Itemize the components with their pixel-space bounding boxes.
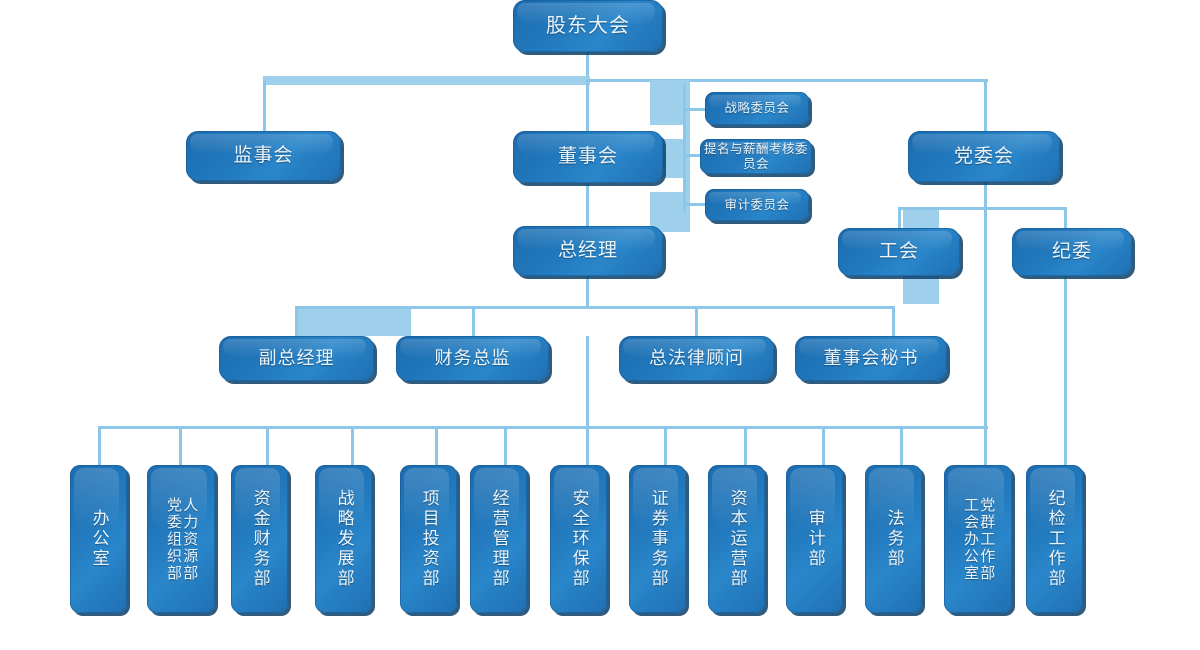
node-general-manager[interactable]: 总经理	[513, 226, 663, 276]
connector-to-board-secretary	[892, 306, 895, 336]
department-capital-ops[interactable]: 资本运营部	[708, 465, 765, 613]
department-label-line: 项目投资部	[419, 489, 439, 589]
department-label-line: 纪检工作部	[1045, 489, 1065, 589]
node-cfo[interactable]: 财务总监	[396, 336, 549, 381]
connector-party-to-union-office	[984, 310, 987, 465]
committee-band-gap-2	[650, 178, 683, 192]
department-label-line: 人力资源部	[181, 496, 199, 582]
connector-to-vice-gm	[295, 306, 298, 336]
node-shareholders-meeting[interactable]: 股东大会	[513, 0, 663, 52]
department-label-wrap: 审计部	[805, 509, 825, 569]
connector-to-supervisory-board	[263, 79, 266, 131]
department-label-line: 审计部	[805, 509, 825, 569]
connector-to-legal-counsel	[695, 306, 698, 336]
connector-to-discipline	[1064, 207, 1067, 229]
connector-party-sub-bus	[898, 207, 1066, 210]
node-supervisory-board[interactable]: 监事会	[186, 131, 341, 181]
connector-committee-1	[683, 108, 705, 111]
connector-committee-2	[683, 154, 705, 157]
connector-dept-drop-9	[744, 426, 747, 465]
connector-dept-drop-8	[664, 426, 667, 465]
connector-bus-level2-right	[588, 79, 988, 82]
department-label-line: 法务部	[884, 509, 904, 569]
department-union-office[interactable]: 工会办公室党群工作部	[944, 465, 1012, 613]
connector-bus-level2	[263, 76, 590, 85]
department-securities-affair[interactable]: 证券事务部	[629, 465, 686, 613]
department-label-wrap: 安全环保部	[569, 489, 589, 589]
department-label-wrap: 纪检工作部	[1045, 489, 1065, 589]
department-label-line: 资金财务部	[250, 489, 270, 589]
department-label-wrap: 经营管理部	[489, 489, 509, 589]
department-safety-env[interactable]: 安全环保部	[550, 465, 607, 613]
connector-dept-drop-6	[504, 426, 507, 465]
department-label-line: 资本运营部	[727, 489, 747, 589]
connector-dept-drop-2	[179, 426, 182, 465]
connector-gm-down	[586, 276, 589, 308]
department-strategy-dev[interactable]: 战略发展部	[315, 465, 372, 613]
department-label-line: 证券事务部	[648, 489, 668, 589]
node-committee-nomination-remuneration[interactable]: 提名与薪酬考核委员会	[700, 139, 812, 174]
connector-to-union	[898, 207, 901, 229]
department-label-line: 办公室	[89, 509, 109, 569]
department-project-invest[interactable]: 项目投资部	[400, 465, 457, 613]
connector-to-party-committee	[984, 79, 987, 131]
department-fund-finance[interactable]: 资金财务部	[231, 465, 288, 613]
node-committee-audit[interactable]: 审计委员会	[705, 189, 809, 221]
node-general-legal-counsel[interactable]: 总法律顾问	[619, 336, 774, 381]
department-label-line: 安全环保部	[569, 489, 589, 589]
department-label-wrap: 资金财务部	[250, 489, 270, 589]
committee-spine	[683, 84, 686, 212]
department-legal[interactable]: 法务部	[865, 465, 922, 613]
department-label-line: 战略发展部	[334, 489, 354, 589]
connector-gm-to-dept-bus	[586, 336, 589, 428]
connector-dept-drop-7	[586, 426, 589, 465]
connector-shareholders-down	[586, 52, 589, 79]
connector-to-cfo	[472, 306, 475, 336]
connector-discipline-long	[1064, 276, 1067, 465]
node-committee-strategy[interactable]: 战略委员会	[705, 92, 809, 125]
connector-party-down	[984, 182, 987, 310]
department-label-line: 工会办公室	[962, 496, 979, 582]
connector-dept-drop-5	[435, 426, 438, 465]
department-label-wrap: 战略发展部	[334, 489, 354, 589]
connector-committee-3	[683, 203, 705, 206]
department-audit[interactable]: 审计部	[786, 465, 843, 613]
connector-dept-drop-4	[351, 426, 354, 465]
department-party-org-hr[interactable]: 党委组织部人力资源部	[147, 465, 215, 613]
department-label-wrap: 工会办公室党群工作部	[962, 496, 996, 582]
node-labor-union[interactable]: 工会	[838, 228, 960, 276]
connector-dept-drop-3	[266, 426, 269, 465]
department-label-wrap: 证券事务部	[648, 489, 668, 589]
department-label-wrap: 资本运营部	[727, 489, 747, 589]
department-label-line: 经营管理部	[489, 489, 509, 589]
connector-dept-drop-11	[900, 426, 903, 465]
node-party-committee[interactable]: 党委会	[908, 131, 1060, 182]
department-label-wrap: 办公室	[89, 509, 109, 569]
connector-bus-exec	[295, 306, 895, 309]
department-operations-mgmt[interactable]: 经营管理部	[470, 465, 527, 613]
connector-dept-drop-1	[98, 426, 101, 465]
department-label-wrap: 党委组织部人力资源部	[165, 496, 199, 582]
connector-bus-departments	[98, 426, 988, 429]
department-discipline-work[interactable]: 纪检工作部	[1026, 465, 1083, 613]
department-label-line: 党委组织部	[165, 496, 182, 582]
node-vice-general-manager[interactable]: 副总经理	[219, 336, 374, 381]
node-board-secretary[interactable]: 董事会秘书	[795, 336, 947, 381]
node-board-of-directors[interactable]: 董事会	[513, 131, 663, 183]
department-label-wrap: 法务部	[884, 509, 904, 569]
exec-band	[295, 306, 411, 336]
department-office[interactable]: 办公室	[70, 465, 127, 613]
connector-dept-drop-10	[822, 426, 825, 465]
connector-to-board	[586, 79, 589, 131]
connector-board-to-gm	[586, 182, 589, 226]
department-label-wrap: 项目投资部	[419, 489, 439, 589]
department-label-line: 党群工作部	[978, 496, 996, 582]
node-discipline-committee[interactable]: 纪委	[1012, 228, 1132, 276]
